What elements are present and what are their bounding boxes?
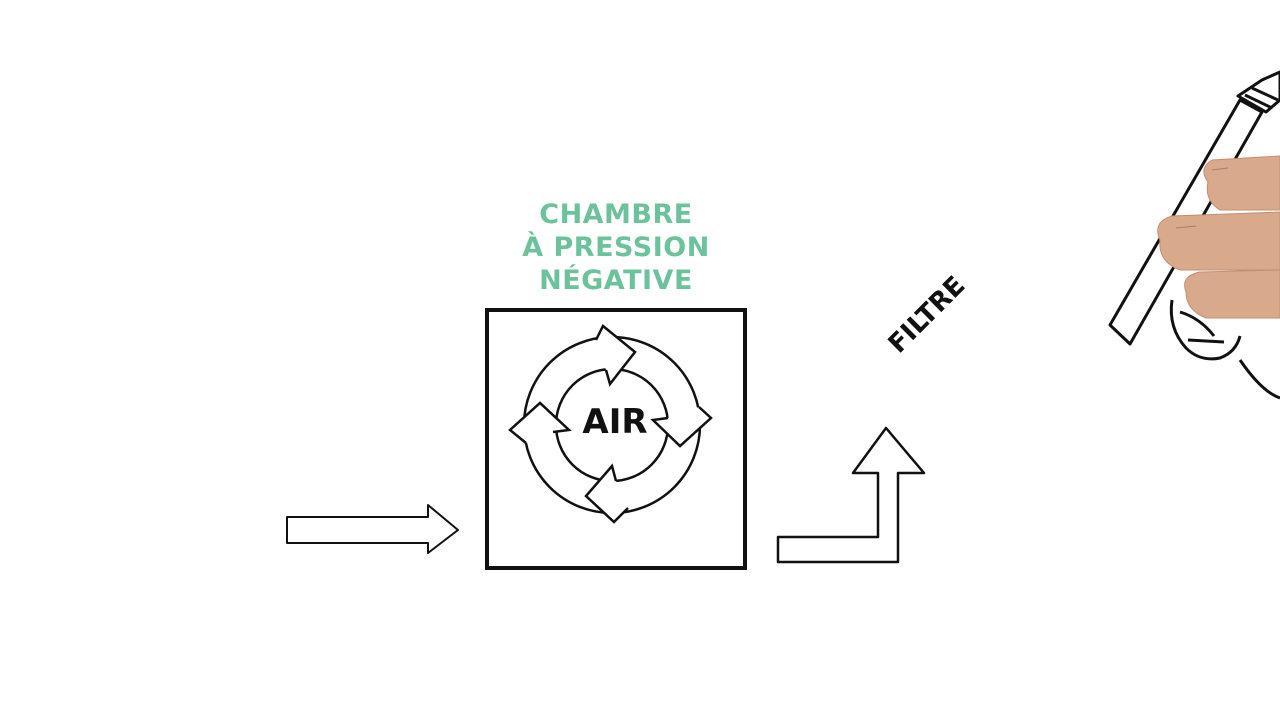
outflow-arrow-icon xyxy=(776,426,926,564)
chamber-title-line-3: NÉGATIVE xyxy=(539,265,693,296)
hand-fingers xyxy=(1157,155,1280,319)
air-cycle-icon xyxy=(508,324,713,524)
chamber-title: CHAMBRE À PRESSION NÉGATIVE xyxy=(486,198,746,297)
air-label: AIR xyxy=(582,402,648,442)
chamber-title-line-1: CHAMBRE xyxy=(539,199,693,230)
inflow-arrow-icon xyxy=(286,504,459,554)
chamber-title-line-2: À PRESSION xyxy=(522,232,710,263)
